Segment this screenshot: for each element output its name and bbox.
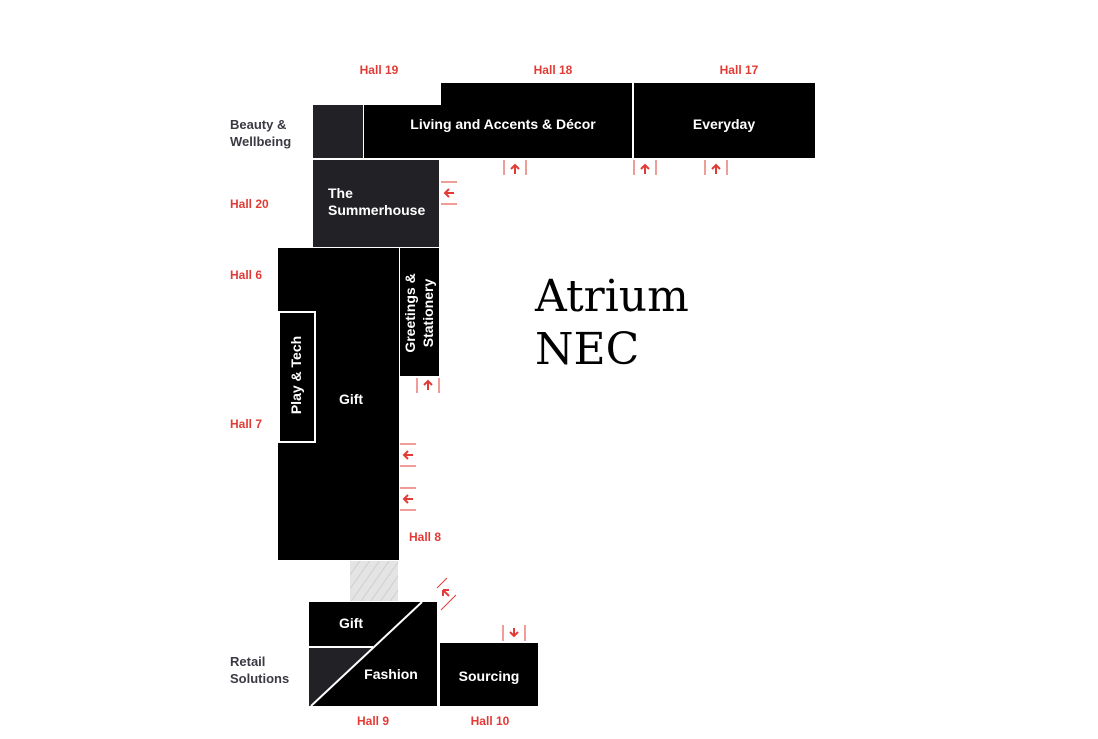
entrance-arrow-icon[interactable] [503, 160, 527, 175]
entrance-arrow-icon[interactable] [441, 181, 457, 205]
hall-fashion-block[interactable] [311, 602, 437, 706]
hall-greetings-block[interactable] [400, 248, 439, 376]
entrance-arrow-icon[interactable] [400, 487, 416, 511]
zone-label-greetings-line1: Greetings & [402, 273, 418, 352]
hall-label-7: Hall 7 [230, 417, 262, 431]
entrance-arrow-icon[interactable] [436, 577, 457, 611]
zone-label-everyday: Everyday [693, 116, 755, 132]
entrance-arrow-icon[interactable] [704, 160, 728, 175]
zone-label-summerhouse-line1: The [328, 185, 353, 201]
zone-label-fashion: Fashion [364, 666, 418, 682]
entrance-arrow-icon[interactable] [400, 443, 416, 467]
zone-label-play-tech: Play & Tech [288, 336, 304, 414]
brand-title-line2: NEC [535, 324, 639, 375]
side-label-beauty-line2: Wellbeing [230, 134, 291, 149]
hall-label-6: Hall 6 [230, 268, 262, 282]
zone-label-summerhouse-line2: Summerhouse [328, 202, 425, 218]
zone-label-gift-small: Gift [339, 615, 363, 631]
side-label-retail-line1: Retail [230, 654, 265, 669]
side-label-retail-line2: Solutions [230, 671, 289, 686]
zone-label-living: Living and Accents & Décor [410, 116, 596, 132]
side-label-beauty-line1: Beauty & [230, 117, 286, 132]
entrance-arrow-icon[interactable] [633, 160, 657, 175]
play-tech-zone[interactable] [278, 311, 316, 443]
hall-sourcing-block[interactable] [440, 643, 538, 706]
hall-label-17: Hall 17 [720, 63, 759, 77]
hall-label-20: Hall 20 [230, 197, 269, 211]
hall-label-19: Hall 19 [360, 63, 399, 77]
walkway [350, 561, 398, 601]
brand-title-line1: Atrium [534, 271, 689, 322]
hall-summerhouse-block[interactable] [313, 160, 439, 247]
hall-label-10: Hall 10 [471, 714, 510, 728]
zone-label-greetings-line2: Stationery [420, 279, 436, 348]
zone-label-gift-main: Gift [339, 391, 363, 407]
hall-label-18: Hall 18 [534, 63, 573, 77]
hall-living-block[interactable] [364, 83, 632, 158]
hall-beauty-block[interactable] [313, 105, 363, 158]
fashion-divider [310, 601, 423, 707]
entrance-arrow-icon[interactable] [502, 625, 526, 641]
hall-label-8: Hall 8 [409, 530, 441, 544]
hall-label-9: Hall 9 [357, 714, 389, 728]
entrance-arrow-icon[interactable] [416, 378, 440, 393]
hall-everyday-block[interactable] [634, 83, 815, 158]
zone-label-sourcing: Sourcing [459, 668, 520, 684]
